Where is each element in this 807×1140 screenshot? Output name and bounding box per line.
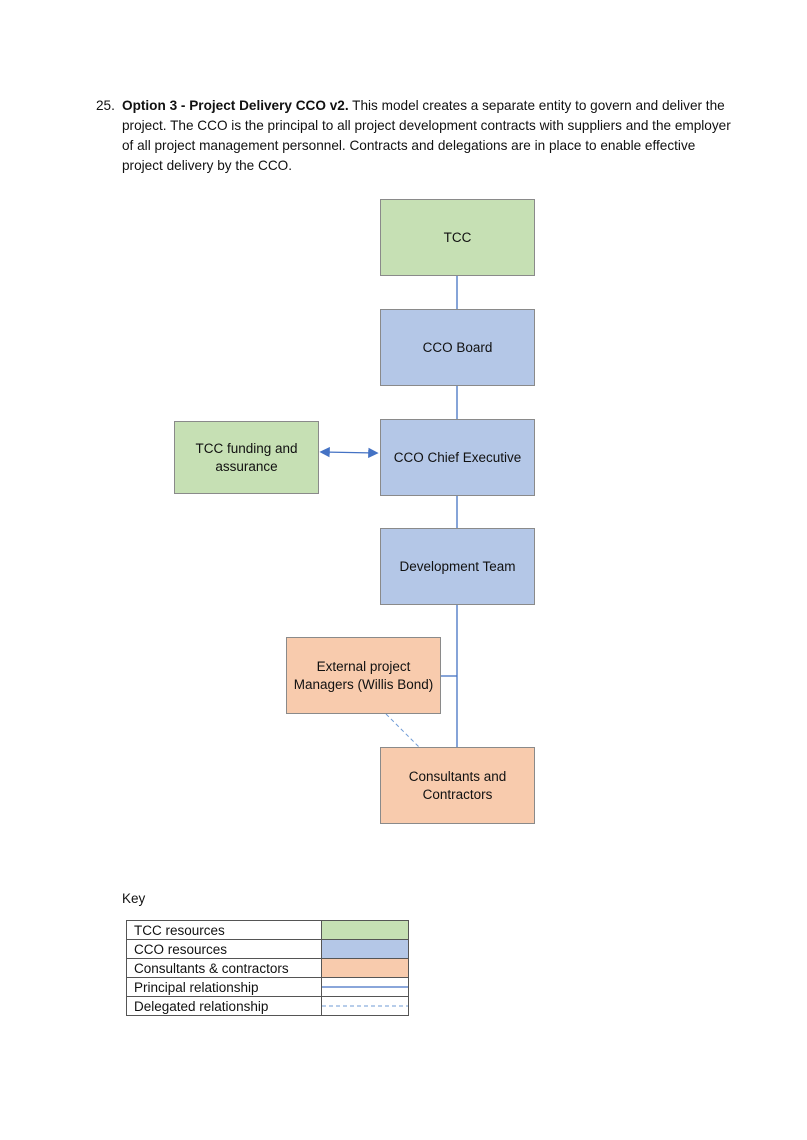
- tcc-label: TCC: [443, 229, 472, 245]
- key-swatch-consultants: [321, 958, 409, 978]
- development-team-label: Development Team: [399, 558, 516, 574]
- tcc-funding-label-2: assurance: [215, 458, 278, 474]
- external-pm-box: External project Managers (Willis Bond): [286, 637, 441, 714]
- consultants-label-1: Consultants and: [408, 768, 507, 784]
- paragraph-text: This model creates a separate entity to …: [122, 98, 731, 173]
- key-row: TCC resources: [126, 920, 409, 940]
- key-row: Delegated relationship: [126, 996, 409, 1016]
- tcc-box: TCC: [380, 199, 535, 276]
- external-pm-label-2: Managers (Willis Bond): [293, 676, 434, 692]
- key-table: TCC resources CCO resources Consultants …: [126, 920, 409, 1016]
- key-swatch-delegated-line: [321, 996, 409, 1016]
- connector-funding-chief: [319, 446, 379, 459]
- key-label: Consultants & contractors: [126, 958, 322, 978]
- key-swatch-tcc: [321, 920, 409, 940]
- connector-delegated-extpm-consultants: [385, 713, 420, 748]
- key-title: Key: [122, 891, 146, 906]
- consultants-box: Consultants and Contractors: [380, 747, 535, 824]
- option-paragraph: 25. Option 3 - Project Delivery CCO v2. …: [96, 96, 736, 176]
- cco-chief-executive-box: CCO Chief Executive: [380, 419, 535, 496]
- key-label: TCC resources: [126, 920, 322, 940]
- key-row: Consultants & contractors: [126, 958, 409, 978]
- key-label: Delegated relationship: [126, 996, 322, 1016]
- external-pm-label-1: External project: [316, 658, 411, 674]
- key-row: Principal relationship: [126, 977, 409, 997]
- paragraph-heading: Option 3 - Project Delivery CCO v2.: [122, 98, 349, 113]
- paragraph-body: Option 3 - Project Delivery CCO v2. This…: [122, 96, 736, 176]
- key-label: CCO resources: [126, 939, 322, 959]
- cco-board-box: CCO Board: [380, 309, 535, 386]
- cco-board-label: CCO Board: [422, 339, 493, 355]
- consultants-label-2: Contractors: [422, 786, 493, 802]
- development-team-box: Development Team: [380, 528, 535, 605]
- key-label: Principal relationship: [126, 977, 322, 997]
- cco-chief-executive-label: CCO Chief Executive: [393, 449, 522, 465]
- key-swatch-principal-line: [321, 977, 409, 997]
- tcc-funding-label-1: TCC funding and: [195, 440, 298, 456]
- paragraph-number: 25.: [96, 98, 115, 113]
- key-swatch-cco: [321, 939, 409, 959]
- tcc-funding-box: TCC funding and assurance: [174, 421, 319, 494]
- key-row: CCO resources: [126, 939, 409, 959]
